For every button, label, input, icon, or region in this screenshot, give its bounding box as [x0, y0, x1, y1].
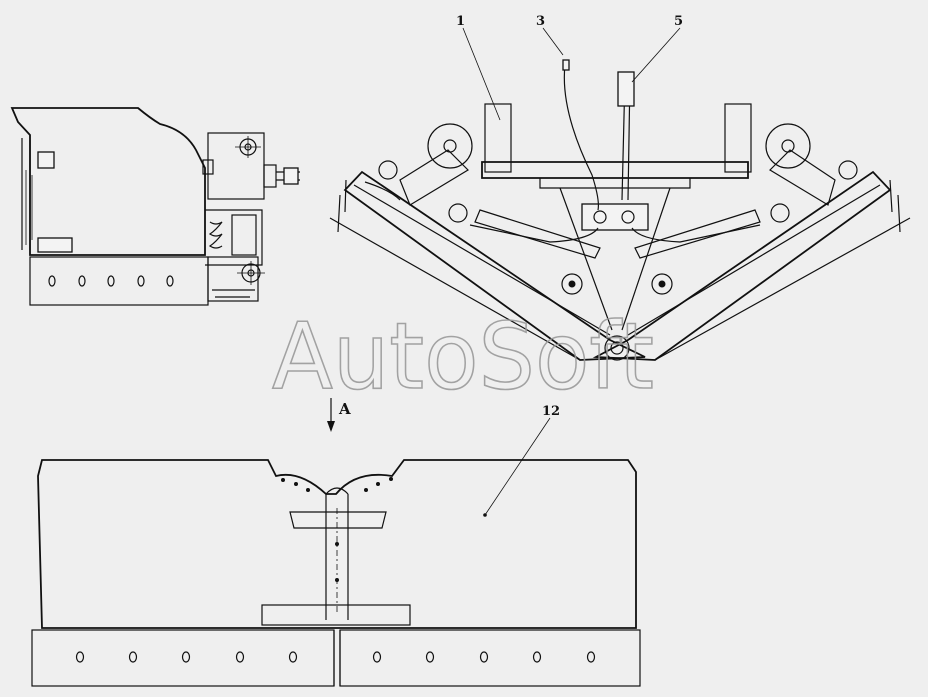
view-label-a: A	[338, 400, 351, 418]
callout-5: 5	[674, 14, 683, 29]
side-view	[10, 107, 300, 306]
top-view	[329, 59, 911, 361]
callout-3: 3	[536, 14, 545, 29]
callout-12: 12	[542, 404, 560, 419]
leader-lines	[462, 27, 681, 517]
view-arrow	[327, 398, 335, 432]
watermark-text: AutoSoft	[272, 303, 654, 410]
front-view	[31, 459, 641, 687]
callout-1: 1	[456, 14, 465, 29]
